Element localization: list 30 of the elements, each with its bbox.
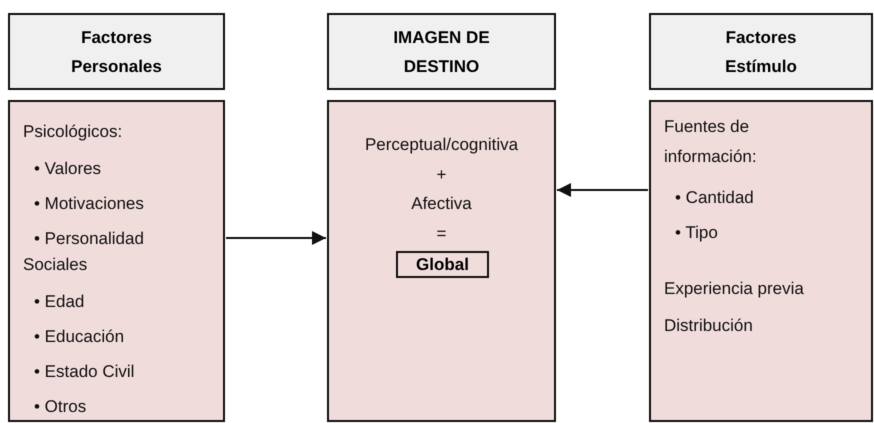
content-box bbox=[649, 100, 873, 422]
list-item: • Personalidad bbox=[34, 229, 144, 249]
list-item: • Estado Civil bbox=[34, 362, 134, 382]
arrow bbox=[226, 231, 326, 245]
text-line: Experiencia previa bbox=[664, 279, 804, 299]
header-box bbox=[8, 13, 225, 90]
list-item: • Motivaciones bbox=[34, 194, 144, 214]
header-text: IMAGEN DE DESTINO bbox=[392, 26, 491, 78]
text-line: + bbox=[436, 165, 448, 185]
text-line: Afectiva bbox=[410, 194, 473, 214]
content-box bbox=[327, 100, 556, 422]
header-box bbox=[649, 13, 873, 90]
text-line: Fuentes de información: bbox=[664, 116, 758, 168]
header-text: Factores Personales bbox=[70, 26, 163, 78]
list-item: • Cantidad bbox=[675, 188, 754, 208]
list-item: • Edad bbox=[34, 292, 84, 312]
content-box bbox=[8, 100, 225, 422]
arrow bbox=[557, 183, 648, 197]
header-text: Factores Estímulo bbox=[724, 26, 798, 78]
list-item: • Tipo bbox=[675, 223, 718, 243]
text-line: Psicológicos: bbox=[23, 122, 122, 142]
text-line: Sociales bbox=[23, 255, 88, 275]
result-box: Global bbox=[396, 251, 489, 278]
list-item: • Valores bbox=[34, 159, 102, 179]
list-item: • Otros bbox=[34, 397, 86, 417]
header-box bbox=[327, 13, 556, 90]
text-line: = bbox=[436, 224, 448, 244]
text-line: Perceptual/cognitiva bbox=[364, 135, 520, 155]
text-line: Distribución bbox=[664, 316, 753, 336]
list-item: • Educación bbox=[34, 327, 124, 347]
